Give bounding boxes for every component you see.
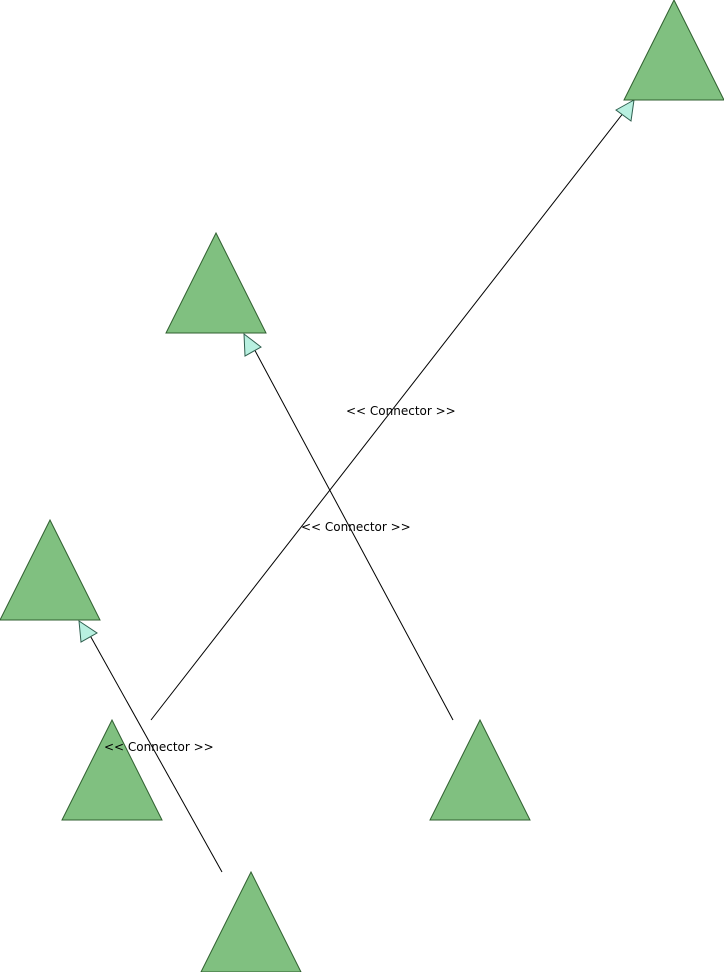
connector-line-c1[interactable] bbox=[150, 111, 625, 721]
connector-label-c2: << Connector >> bbox=[301, 520, 411, 534]
connector-label-c3: << Connector >> bbox=[104, 740, 214, 754]
triangle-node[interactable] bbox=[0, 518, 101, 621]
triangle-node[interactable] bbox=[429, 718, 531, 821]
connector-arrowhead-c1 bbox=[615, 99, 635, 122]
connector-arrowhead-c2 bbox=[243, 332, 262, 357]
connector-label-c1: << Connector >> bbox=[346, 404, 456, 418]
connector-line-c3[interactable] bbox=[86, 629, 223, 873]
triangle-node[interactable] bbox=[61, 718, 163, 821]
triangle-node[interactable] bbox=[200, 870, 302, 972]
triangle-node[interactable] bbox=[165, 231, 267, 334]
triangle-node[interactable] bbox=[623, 0, 724, 101]
connector-line-c2[interactable] bbox=[251, 344, 454, 721]
connector-arrowhead-c3 bbox=[78, 620, 98, 643]
